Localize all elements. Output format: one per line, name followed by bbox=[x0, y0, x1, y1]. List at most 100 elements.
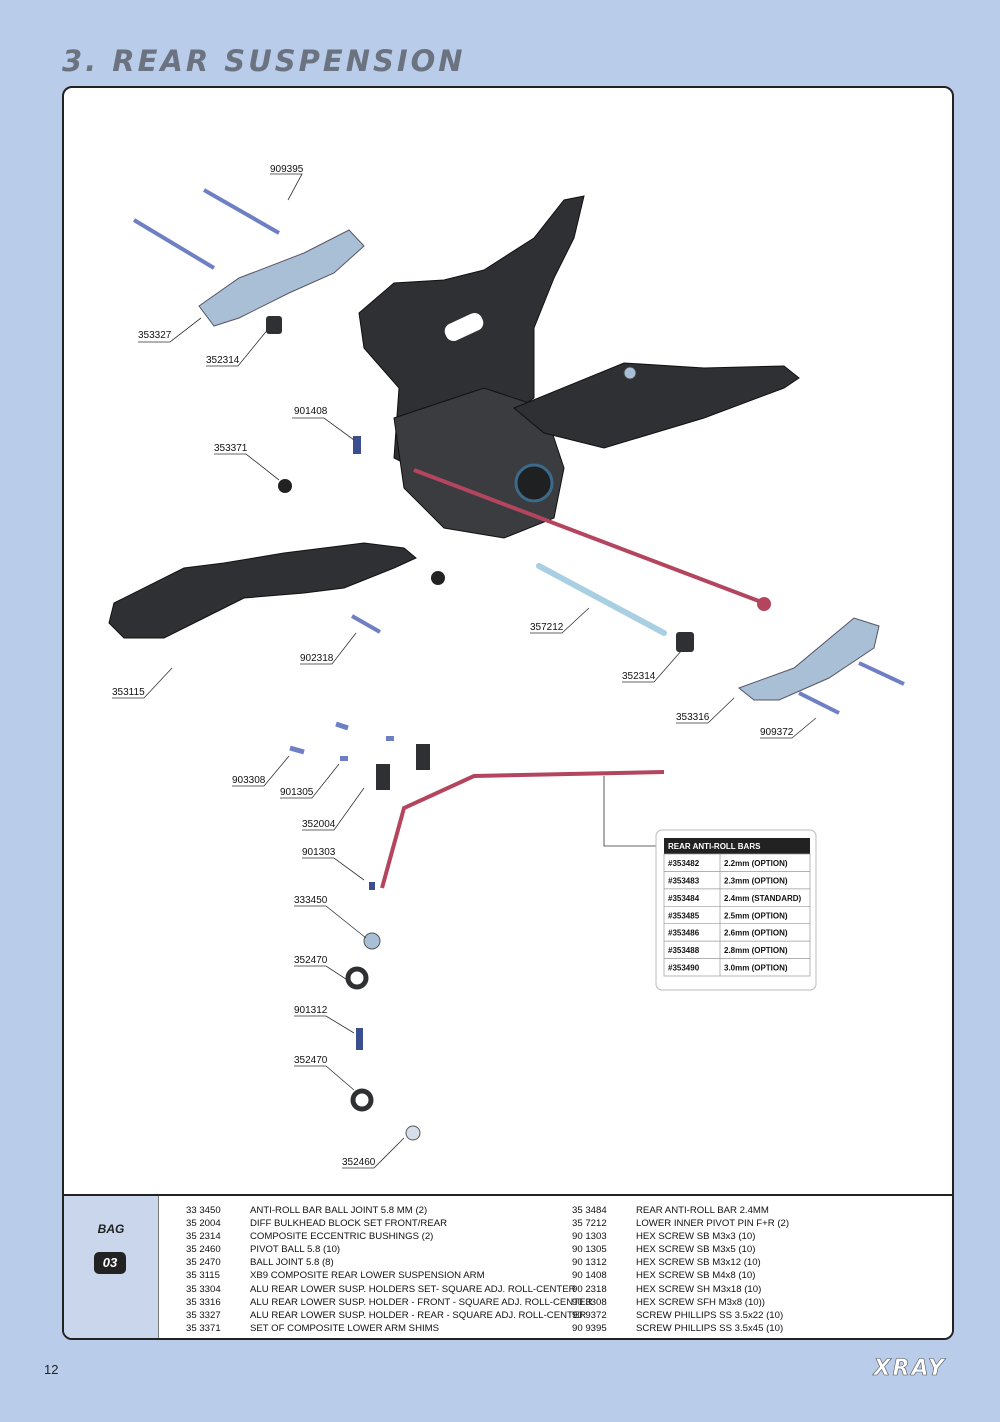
part-code: 90 1305 bbox=[572, 1244, 607, 1256]
table-row-size: 2.6mm (OPTION) bbox=[724, 929, 788, 938]
screw-909395-a bbox=[203, 188, 280, 235]
screw-902318 bbox=[351, 614, 381, 634]
table-row-code: #353485 bbox=[668, 911, 700, 920]
screw-901305-a bbox=[340, 756, 348, 761]
part-row: 90 2318 HEX SCREW SH M3x18 (10) bbox=[572, 1283, 789, 1296]
screw-901312 bbox=[356, 1028, 363, 1050]
leader-lines bbox=[112, 173, 817, 1169]
bag-indicator: BAG 03 bbox=[64, 1196, 159, 1338]
part-description: REAR ANTI-ROLL BAR 2.4MM bbox=[636, 1205, 769, 1216]
shock-tower bbox=[358, 195, 585, 469]
table-row-code: #353484 bbox=[668, 894, 700, 903]
svg-text:XRAY: XRAY bbox=[872, 1356, 946, 1380]
ball-joint-352470-a bbox=[345, 966, 369, 990]
callout-901408: 901408 bbox=[294, 406, 328, 417]
diff-bulkhead bbox=[393, 387, 565, 539]
ball-joint-352470-b bbox=[350, 1088, 374, 1112]
callout-901312: 901312 bbox=[294, 1005, 328, 1016]
part-description: HEX SCREW SB M3x5 (10) bbox=[636, 1244, 756, 1256]
table-row-size: 2.4mm (STANDARD) bbox=[724, 894, 802, 903]
callout-353327: 353327 bbox=[138, 330, 172, 341]
table-row-code: #353486 bbox=[668, 929, 700, 938]
part-description: HEX SCREW SH M3x18 (10) bbox=[636, 1283, 762, 1295]
part-code: 90 2318 bbox=[572, 1283, 607, 1295]
part-code: 90 3308 bbox=[572, 1296, 607, 1308]
part-description: HEX SCREW SFH M3x8 (10)) bbox=[636, 1296, 766, 1308]
callout-902318: 902318 bbox=[300, 653, 334, 664]
table-row-size: 3.0mm (OPTION) bbox=[724, 964, 788, 973]
shim-353371-b bbox=[431, 571, 445, 585]
part-description: HEX SCREW SB M4x8 (10) bbox=[636, 1270, 756, 1282]
part-code: 35 2460 bbox=[186, 1244, 221, 1256]
part-code: 90 9372 bbox=[572, 1309, 607, 1321]
callout-901303: 901303 bbox=[302, 847, 336, 858]
driveshaft-end bbox=[757, 597, 771, 611]
bushing-352314-b bbox=[676, 632, 694, 652]
part-description: ALU REAR LOWER SUSP. HOLDERS SET- SQUARE… bbox=[250, 1283, 576, 1295]
rear-arm-left bbox=[108, 542, 417, 639]
part-description: ALU REAR LOWER SUSP. HOLDER - REAR - SQU… bbox=[250, 1309, 587, 1321]
part-description: ANTI-ROLL BAR BALL JOINT 5.8 MM (2) bbox=[250, 1205, 428, 1216]
callout-352004: 352004 bbox=[302, 819, 336, 830]
part-row: 90 3308 HEX SCREW SFH M3x8 (10)) bbox=[572, 1296, 789, 1309]
callout-353371: 353371 bbox=[214, 443, 248, 454]
part-description: PIVOT BALL 5.8 (10) bbox=[250, 1244, 341, 1256]
part-row: 90 1305 HEX SCREW SB M3x5 (10) bbox=[572, 1243, 789, 1256]
ball-joint-333450 bbox=[363, 932, 381, 950]
diagram-panel: 909395 353327 352314 901408 353371 35721… bbox=[62, 86, 954, 1340]
alu-holder-rear bbox=[198, 229, 365, 327]
table-row-size: 2.5mm (OPTION) bbox=[724, 911, 788, 920]
part-row: 90 9372 SCREW PHILLIPS SS 3.5x22 (10) bbox=[572, 1309, 789, 1322]
page-number: 12 bbox=[44, 1362, 59, 1377]
screw-901303 bbox=[369, 882, 375, 890]
callout-903308: 903308 bbox=[232, 775, 266, 786]
bag-number-badge: 03 bbox=[94, 1252, 126, 1274]
part-code: 35 7212 bbox=[572, 1218, 607, 1230]
rear-arm-right bbox=[513, 362, 800, 449]
callout-353316: 353316 bbox=[676, 712, 710, 723]
table-row-size: 2.2mm (OPTION) bbox=[724, 859, 788, 868]
part-row: 35 2314 COMPOSITE ECCENTRIC BUSHINGS (2) bbox=[186, 1230, 592, 1243]
callout-333450: 333450 bbox=[294, 895, 328, 906]
part-description: XB9 COMPOSITE REAR LOWER SUSPENSION ARM bbox=[250, 1270, 485, 1282]
driveshaft bbox=[413, 468, 765, 605]
part-code: 35 2314 bbox=[186, 1231, 221, 1243]
part-description: SCREW PHILLIPS SS 3.5x45 (10) bbox=[636, 1322, 784, 1334]
screw-909372-b bbox=[798, 691, 840, 715]
part-code: 35 3327 bbox=[186, 1309, 221, 1321]
part-description: COMPOSITE ECCENTRIC BUSHINGS (2) bbox=[250, 1231, 434, 1243]
pivot-pin-357212 bbox=[536, 563, 667, 636]
part-code: 35 3484 bbox=[572, 1205, 607, 1216]
table-row-code: #353482 bbox=[668, 859, 700, 868]
part-description: BALL JOINT 5.8 (8) bbox=[250, 1257, 334, 1269]
callout-352460: 352460 bbox=[342, 1157, 376, 1168]
part-code: 35 3304 bbox=[186, 1283, 221, 1295]
block-352004-a bbox=[376, 764, 390, 790]
part-code: 35 3371 bbox=[186, 1322, 221, 1334]
part-code: 35 2004 bbox=[186, 1218, 221, 1230]
screw-903308-a bbox=[289, 745, 305, 755]
part-row: 35 3304 ALU REAR LOWER SUSP. HOLDERS SET-… bbox=[186, 1283, 592, 1296]
pivot-ball-352460 bbox=[405, 1125, 421, 1141]
part-description: SCREW PHILLIPS SS 3.5x22 (10) bbox=[636, 1309, 784, 1321]
callout-909395: 909395 bbox=[270, 164, 304, 175]
part-code: 35 3115 bbox=[186, 1270, 220, 1282]
callout-352470-b: 352470 bbox=[294, 1055, 328, 1066]
table-row-code: #353488 bbox=[668, 946, 700, 955]
xray-logo: XRAY bbox=[871, 1356, 946, 1380]
part-description: ALU REAR LOWER SUSP. HOLDER - FRONT - SQ… bbox=[250, 1296, 593, 1308]
block-352004-b bbox=[416, 744, 430, 770]
callout-353115: 353115 bbox=[112, 687, 145, 698]
screw-903308-b bbox=[335, 721, 349, 731]
table-row-size: 2.8mm (OPTION) bbox=[724, 946, 788, 955]
part-row: 35 3484 REAR ANTI-ROLL BAR 2.4MM bbox=[572, 1204, 789, 1217]
